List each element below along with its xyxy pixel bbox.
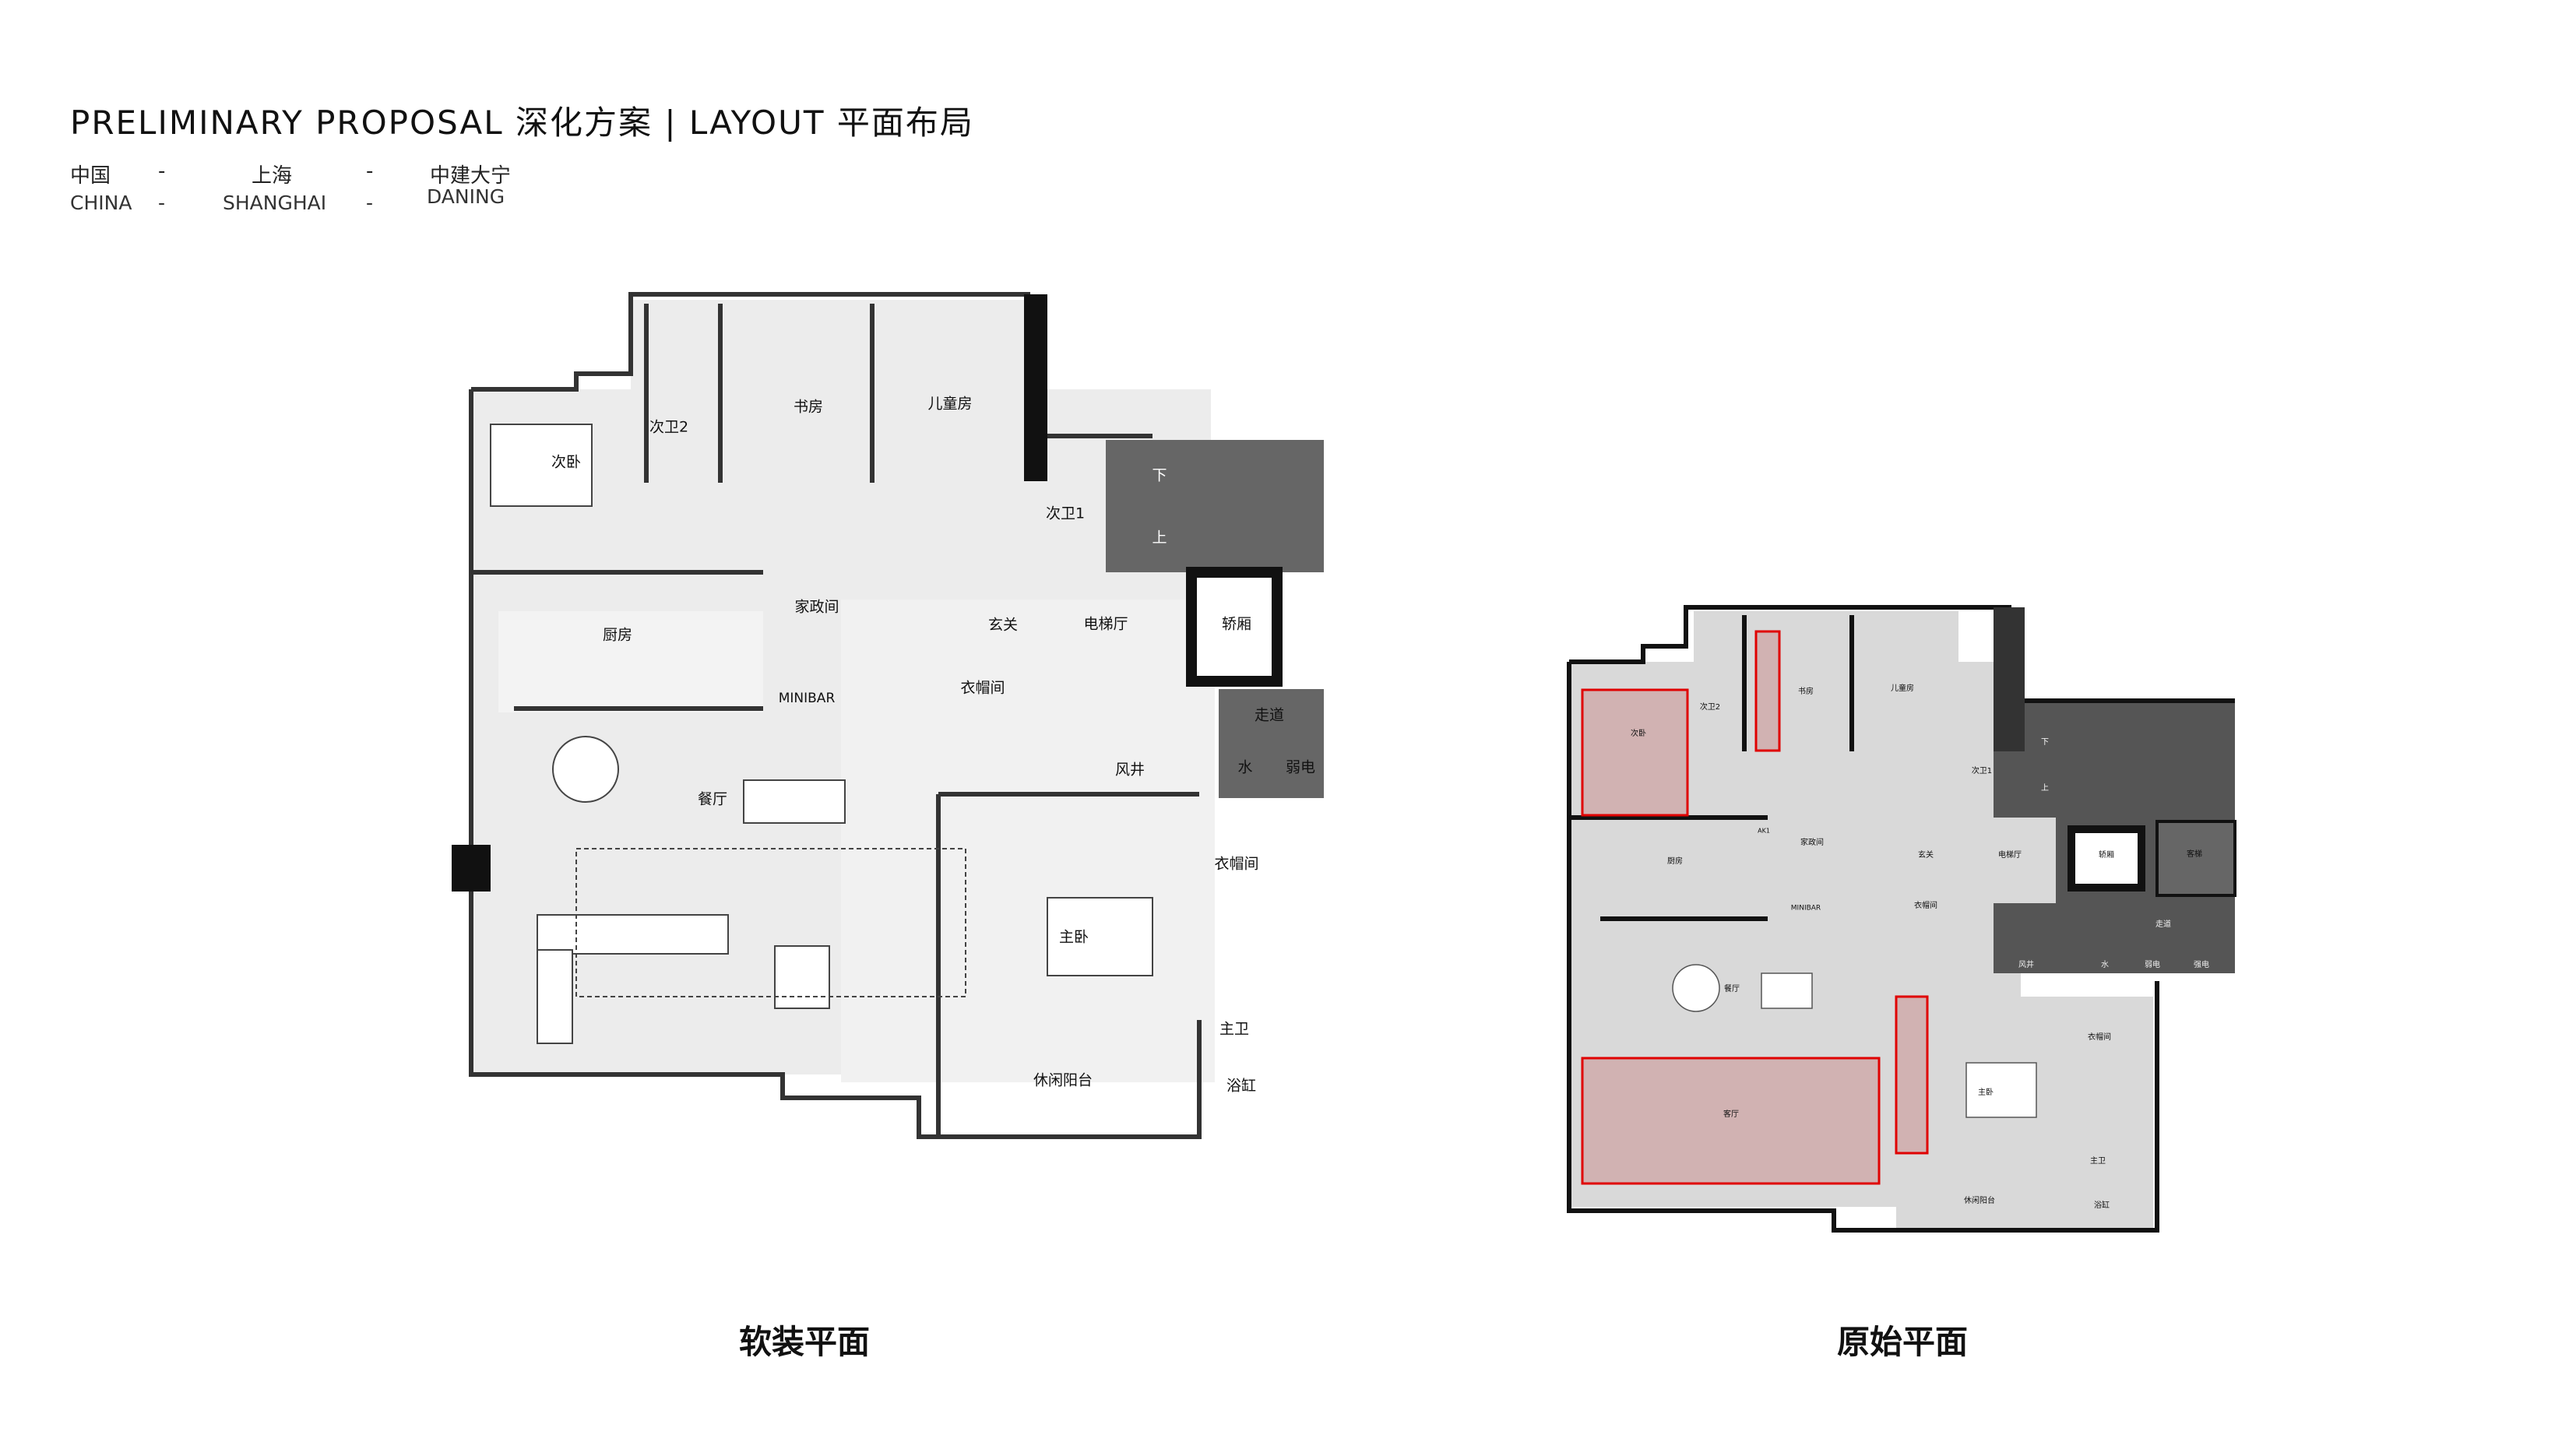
location-city-cn: 上海	[252, 164, 293, 188]
room-label: 主卫	[2090, 1156, 2106, 1166]
elevator-car	[1186, 567, 1283, 687]
floor-areas	[471, 300, 1215, 1082]
room-label: 衣帽间	[960, 680, 1005, 697]
location-project-en: DANING	[427, 185, 505, 208]
room-label: 主卫	[1219, 1021, 1249, 1038]
wall-core	[1994, 607, 2025, 751]
room-label: 次卧	[1631, 728, 1646, 738]
room-label: 客厅	[1723, 1109, 1739, 1119]
location-separator: -	[366, 192, 374, 214]
room-label: 电梯厅	[1083, 616, 1128, 633]
wall-core	[1024, 294, 1047, 481]
location-country-cn: 中国	[70, 164, 111, 188]
room-label: 弱电	[1286, 759, 1315, 776]
room-labels: 次卧 次卫2 书房 儿童房 次卫1 下 上 家政间 玄关 电梯厅 轿厢 厨房 M…	[551, 396, 1315, 1095]
room-label: 水	[2101, 960, 2109, 969]
room-label: 主卧	[1978, 1087, 1994, 1097]
room-label: AK1	[1758, 828, 1770, 835]
room-label: 风井	[1115, 761, 1145, 779]
furnished-floor-plan: 次卧 次卫2 书房 儿童房 次卫1 下 上 家政间 玄关 电梯厅 轿厢 厨房 M…	[452, 292, 1324, 1139]
room-label: 轿厢	[2099, 849, 2114, 860]
room-label: 弱电	[2145, 959, 2160, 969]
location-country-en: CHINA	[70, 192, 132, 214]
room-label: 厨房	[603, 627, 632, 644]
room-label: MINIBAR	[779, 691, 836, 706]
stairwell	[1106, 440, 1324, 572]
furnished-plan-caption: 软装平面	[738, 1323, 871, 1361]
room-label: MINIBAR	[1791, 905, 1821, 913]
room-label: 休闲阳台	[1033, 1072, 1093, 1089]
room-label: 走道	[1255, 707, 1284, 724]
room-label: 家政间	[794, 599, 839, 616]
room-label: 玄关	[988, 617, 1018, 634]
room-label: 儿童房	[1891, 683, 1914, 693]
location-city-en: SHANGHAI	[223, 192, 327, 214]
stair-label: 上	[2041, 783, 2049, 793]
page-title: PRELIMINARY PROPOSAL 深化方案 | LAYOUT 平面布局	[70, 104, 974, 142]
furniture	[490, 424, 1153, 1044]
highlight-living	[1581, 1057, 1881, 1185]
room-label: 书房	[794, 399, 823, 416]
column	[452, 845, 491, 892]
highlight-boxes	[1581, 630, 1929, 1185]
room-label: 次卫2	[649, 419, 688, 436]
room-label: 轿厢	[1222, 616, 1251, 633]
location-separator: -	[158, 192, 166, 214]
room-label: 次卧	[551, 454, 581, 471]
room-label: 餐厅	[1724, 983, 1740, 994]
room-label: 衣帽间	[1214, 856, 1258, 873]
room-label: 衣帽间	[1914, 900, 1937, 910]
original-plan-caption: 原始平面	[1836, 1323, 1969, 1361]
stair-label: 上	[1152, 529, 1167, 547]
room-label: 儿童房	[927, 396, 972, 413]
service-shaft	[1219, 689, 1324, 798]
room-label: 次卫1	[1046, 505, 1085, 522]
room-label: 风井	[2018, 959, 2034, 969]
location-separator: -	[366, 160, 374, 183]
location-project-cn: 中建大宁	[430, 164, 512, 188]
room-labels: 次卧 次卫2 书房 儿童房 次卫1 下 上 家政间 厨房 AK1 玄关 电梯厅 …	[1631, 683, 2209, 1210]
stair-label: 下	[1152, 467, 1167, 484]
room-label: 玄关	[1918, 849, 1934, 860]
highlight-study	[1754, 630, 1781, 752]
room-label: 餐厅	[698, 791, 727, 808]
room-label: 书房	[1798, 686, 1814, 696]
guest-elevator	[2155, 820, 2236, 897]
elevator-car	[2067, 825, 2145, 892]
location-separator: -	[158, 160, 166, 183]
room-label: 休闲阳台	[1964, 1195, 1995, 1205]
room-label: 走道	[2155, 919, 2171, 929]
room-label: 家政间	[1800, 837, 1824, 847]
room-label: 次卫2	[1700, 702, 1720, 712]
room-label: 强电	[2194, 959, 2209, 969]
original-floor-plan: 次卧 次卫2 书房 儿童房 次卫1 下 上 家政间 厨房 AK1 玄关 电梯厅 …	[1567, 605, 2236, 1233]
highlight-second-bedroom	[1581, 688, 1689, 817]
room-label: 衣帽间	[2088, 1032, 2111, 1042]
furniture	[1672, 964, 2037, 1118]
highlight-bath	[1895, 995, 1929, 1155]
room-label: 浴缸	[2094, 1200, 2110, 1210]
stair-label: 下	[2041, 738, 2049, 747]
room-label: 水	[1237, 759, 1252, 776]
room-label: 主卧	[1059, 929, 1089, 946]
room-label: 浴缸	[1226, 1078, 1256, 1095]
room-label: 次卫1	[1972, 765, 1992, 775]
room-label: 厨房	[1667, 856, 1683, 866]
room-label: 电梯厅	[1998, 849, 2022, 860]
room-label: 客梯	[2187, 849, 2202, 859]
